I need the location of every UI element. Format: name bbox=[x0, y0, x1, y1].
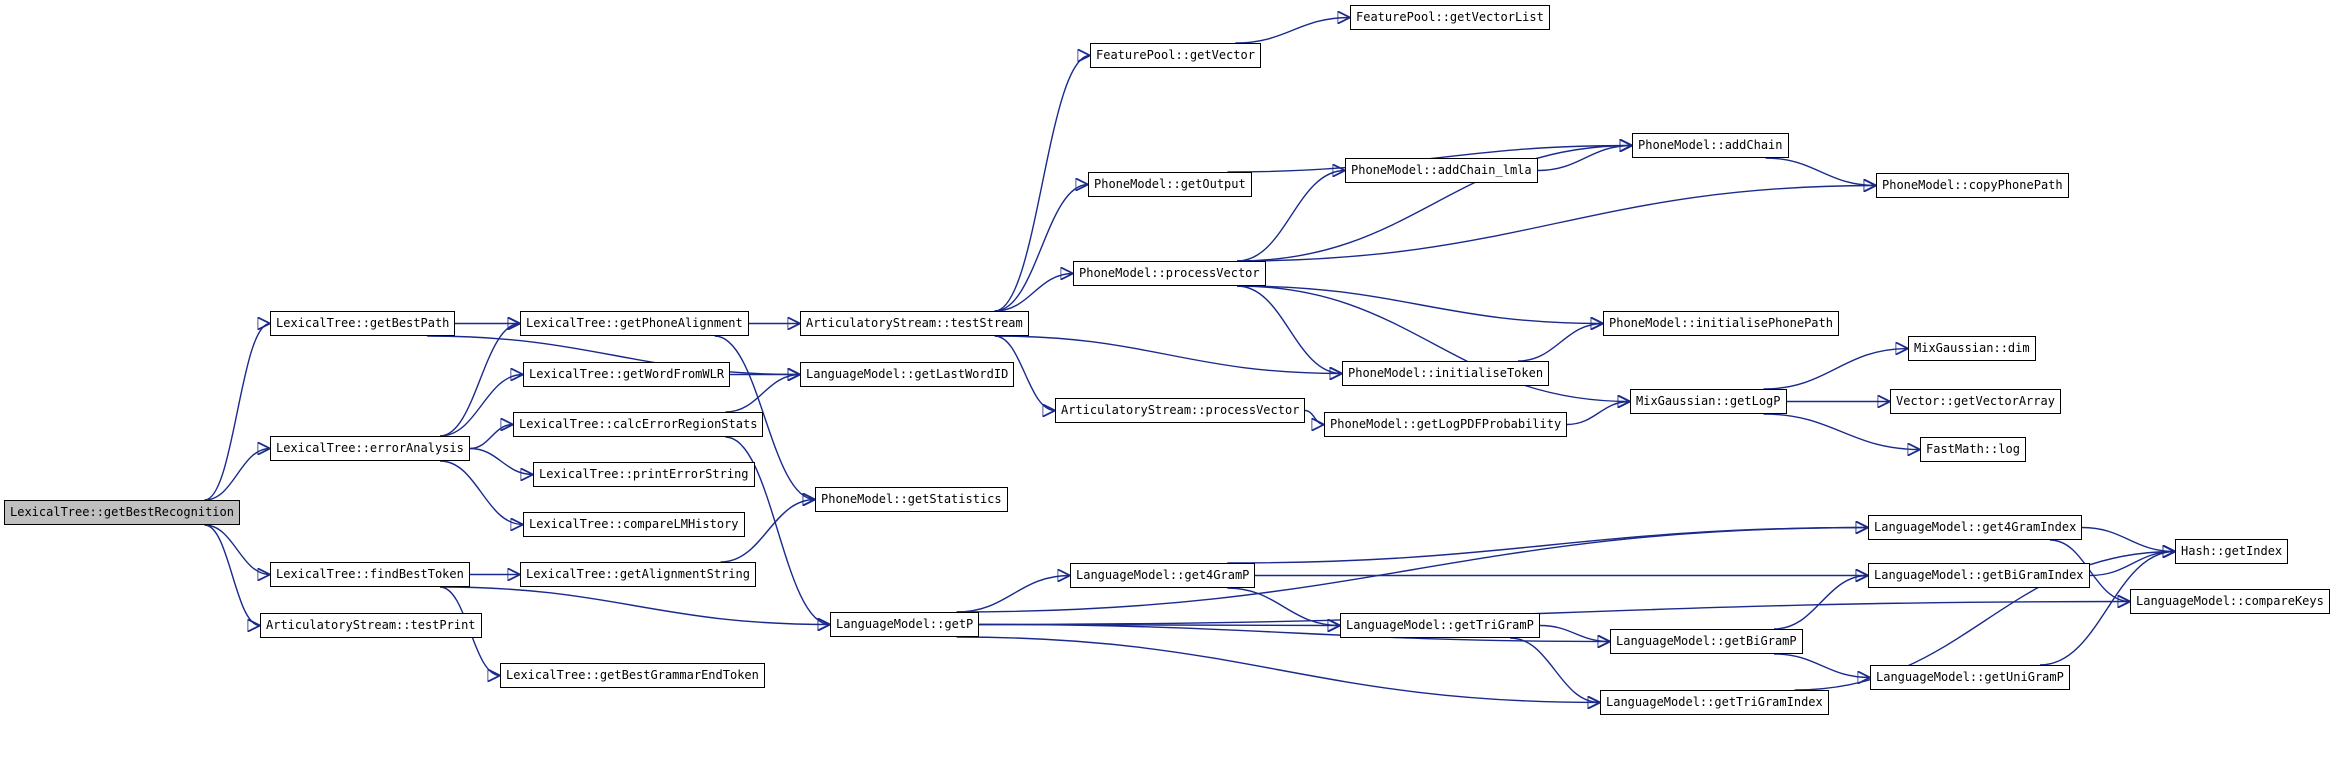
node-get4gram-p[interactable]: LanguageModel::get4GramP bbox=[1070, 563, 1256, 588]
node-get-uni-gram-p[interactable]: LanguageModel::getUniGramP bbox=[1870, 665, 2070, 690]
edge-pmProcessVector-to-getLogP bbox=[1237, 285, 1630, 402]
node-test-stream[interactable]: ArticulatoryStream::testStream bbox=[800, 311, 1029, 336]
edge-initialiseToken-to-initialisePhonePath bbox=[1517, 324, 1603, 362]
edge-addChain-to-copyPhonePath bbox=[1765, 157, 1876, 186]
node-get-p[interactable]: LanguageModel::getP bbox=[830, 612, 980, 637]
edge-pmProcessVector-to-addChain bbox=[1237, 146, 1632, 262]
edge-getLogP-to-dim bbox=[1763, 349, 1908, 390]
node-get-best-path[interactable]: LexicalTree::getBestPath bbox=[270, 311, 456, 336]
node-compare-lmhistory[interactable]: LexicalTree::compareLMHistory bbox=[523, 512, 745, 537]
node-get-best-grammar-end-token[interactable]: LexicalTree::getBestGrammarEndToken bbox=[500, 663, 765, 688]
edge-asProcessVector-to-getLogPDFProbability bbox=[1304, 409, 1325, 425]
edge-getBiGramP-to-getBiGramIndex bbox=[1774, 576, 1868, 630]
edge-getP-to-get4GramP bbox=[956, 576, 1070, 613]
node-initialise-token[interactable]: PhoneModel::initialiseToken bbox=[1342, 361, 1550, 386]
edge-findBestToken-to-getP bbox=[439, 586, 830, 625]
node-get-alignment-string[interactable]: LexicalTree::getAlignmentString bbox=[520, 562, 756, 587]
edge-pmProcessVector-to-initialiseToken bbox=[1237, 285, 1342, 374]
node-test-print[interactable]: ArticulatoryStream::testPrint bbox=[260, 613, 482, 638]
node-get-log-p[interactable]: MixGaussian::getLogP bbox=[1630, 389, 1787, 414]
edge-errorAnalysis-to-getWordFromWLR bbox=[439, 375, 523, 437]
edge-errorAnalysis-to-printErrorString bbox=[469, 447, 533, 475]
edge-pmProcessVector-to-initialisePhonePath bbox=[1237, 285, 1603, 324]
node-get-vector-array[interactable]: Vector::getVectorArray bbox=[1890, 389, 2061, 414]
edge-get4GramIndex-to-hashGetIndex bbox=[2081, 526, 2175, 552]
node-dim[interactable]: MixGaussian::dim bbox=[1908, 336, 2036, 361]
node-add-chain-lmla[interactable]: PhoneModel::addChain_lmla bbox=[1345, 158, 1538, 183]
node-pm-process-vector[interactable]: PhoneModel::processVector bbox=[1073, 261, 1266, 286]
edge-getLogP-to-fmLog bbox=[1763, 413, 1920, 450]
node-compare-keys[interactable]: LanguageModel::compareKeys bbox=[2130, 589, 2330, 614]
node-calc-error-region-stats[interactable]: LexicalTree::calcErrorRegionStats bbox=[513, 412, 764, 437]
edge-getBestRecognition-to-errorAnalysis bbox=[204, 449, 271, 501]
edge-getTriGramP-to-getTriGramIndex bbox=[1509, 637, 1600, 703]
edge-getBiGramP-to-getUniGramP bbox=[1774, 653, 1870, 678]
edge-getAlignmentString-to-getStatistics bbox=[720, 500, 815, 563]
edge-getTriGramIndex-to-hashGetIndex bbox=[1794, 552, 2175, 691]
edge-testStream-to-pmProcessVector bbox=[994, 274, 1073, 312]
edge-getPhoneAlignment-to-getStatistics bbox=[714, 335, 815, 500]
edge-getTriGramP-to-getBiGramP bbox=[1539, 624, 1610, 642]
edge-getBestRecognition-to-testPrint bbox=[204, 524, 261, 626]
node-get-bi-gram-index[interactable]: LanguageModel::getBiGramIndex bbox=[1868, 563, 2090, 588]
node-get-tri-gram-p[interactable]: LanguageModel::getTriGramP bbox=[1340, 613, 1540, 638]
edge-errorAnalysis-to-getPhoneAlignment bbox=[439, 324, 521, 437]
edge-getUniGramP-to-hashGetIndex bbox=[2039, 552, 2175, 666]
node-get-last-word-id[interactable]: LanguageModel::getLastWordID bbox=[800, 362, 1015, 387]
edge-getP-to-getTriGramIndex bbox=[956, 636, 1600, 703]
edge-get4GramIndex-to-compareKeys bbox=[2049, 539, 2130, 602]
edge-calcErrorRegionStats-to-getLastWordID bbox=[725, 375, 801, 413]
node-get-log-pdfprobability[interactable]: PhoneModel::getLogPDFProbability bbox=[1324, 412, 1568, 437]
edge-pmProcessVector-to-copyPhonePath bbox=[1237, 186, 1876, 262]
node-get-vector[interactable]: FeaturePool::getVector bbox=[1090, 43, 1261, 68]
node-as-process-vector[interactable]: ArticulatoryStream::processVector bbox=[1055, 398, 1306, 423]
edge-get4GramP-to-get4GramIndex bbox=[1227, 528, 1868, 564]
node-find-best-token[interactable]: LexicalTree::findBestToken bbox=[270, 562, 470, 587]
edge-testStream-to-initialiseToken bbox=[994, 335, 1342, 374]
node-get-phone-alignment[interactable]: LexicalTree::getPhoneAlignment bbox=[520, 311, 749, 336]
node-get-output[interactable]: PhoneModel::getOutput bbox=[1088, 172, 1252, 197]
node-get-bi-gram-p[interactable]: LanguageModel::getBiGramP bbox=[1610, 629, 1803, 654]
node-fm-log[interactable]: FastMath::log bbox=[1920, 437, 2026, 462]
edge-get4GramP-to-getTriGramP bbox=[1227, 587, 1340, 626]
edge-getBestRecognition-to-getBestPath bbox=[204, 324, 271, 501]
node-get-best-recognition[interactable]: LexicalTree::getBestRecognition bbox=[4, 500, 240, 525]
edge-getVector-to-getVectorList bbox=[1235, 18, 1350, 44]
node-add-chain[interactable]: PhoneModel::addChain bbox=[1632, 133, 1789, 158]
node-get-vector-list[interactable]: FeaturePool::getVectorList bbox=[1350, 5, 1550, 30]
node-get4gram-index[interactable]: LanguageModel::get4GramIndex bbox=[1868, 515, 2083, 540]
edge-pmProcessVector-to-addChain_lmla bbox=[1237, 171, 1345, 262]
edge-testStream-to-getOutput bbox=[994, 185, 1088, 312]
edge-errorAnalysis-to-compareLMHistory bbox=[439, 460, 523, 525]
edge-testStream-to-asProcessVector bbox=[994, 335, 1056, 411]
node-initialise-phone-path[interactable]: PhoneModel::initialisePhonePath bbox=[1603, 311, 1839, 336]
node-get-statistics[interactable]: PhoneModel::getStatistics bbox=[815, 487, 1008, 512]
edge-calcErrorRegionStats-to-getP bbox=[725, 436, 831, 625]
edge-getBestPath-to-getLastWordID bbox=[427, 335, 800, 375]
edge-testStream-to-getVector bbox=[994, 56, 1091, 312]
edge-getP-to-getBiGramP bbox=[978, 623, 1610, 642]
edge-getBestRecognition-to-findBestToken bbox=[204, 524, 271, 575]
node-error-analysis[interactable]: LexicalTree::errorAnalysis bbox=[270, 436, 470, 461]
edge-addChain_lmla-to-addChain bbox=[1537, 146, 1632, 172]
edge-getP-to-compareKeys bbox=[978, 602, 2130, 626]
node-hash-get-index[interactable]: Hash::getIndex bbox=[2175, 539, 2289, 564]
edge-getLogPDFProbability-to-getLogP bbox=[1566, 402, 1630, 426]
node-get-tri-gram-index[interactable]: LanguageModel::getTriGramIndex bbox=[1600, 690, 1829, 715]
node-copy-phone-path[interactable]: PhoneModel::copyPhonePath bbox=[1876, 173, 2069, 198]
node-get-word-from-wlr[interactable]: LexicalTree::getWordFromWLR bbox=[523, 362, 731, 387]
edge-errorAnalysis-to-calcErrorRegionStats bbox=[469, 425, 514, 450]
node-print-error-string[interactable]: LexicalTree::printErrorString bbox=[533, 462, 755, 487]
